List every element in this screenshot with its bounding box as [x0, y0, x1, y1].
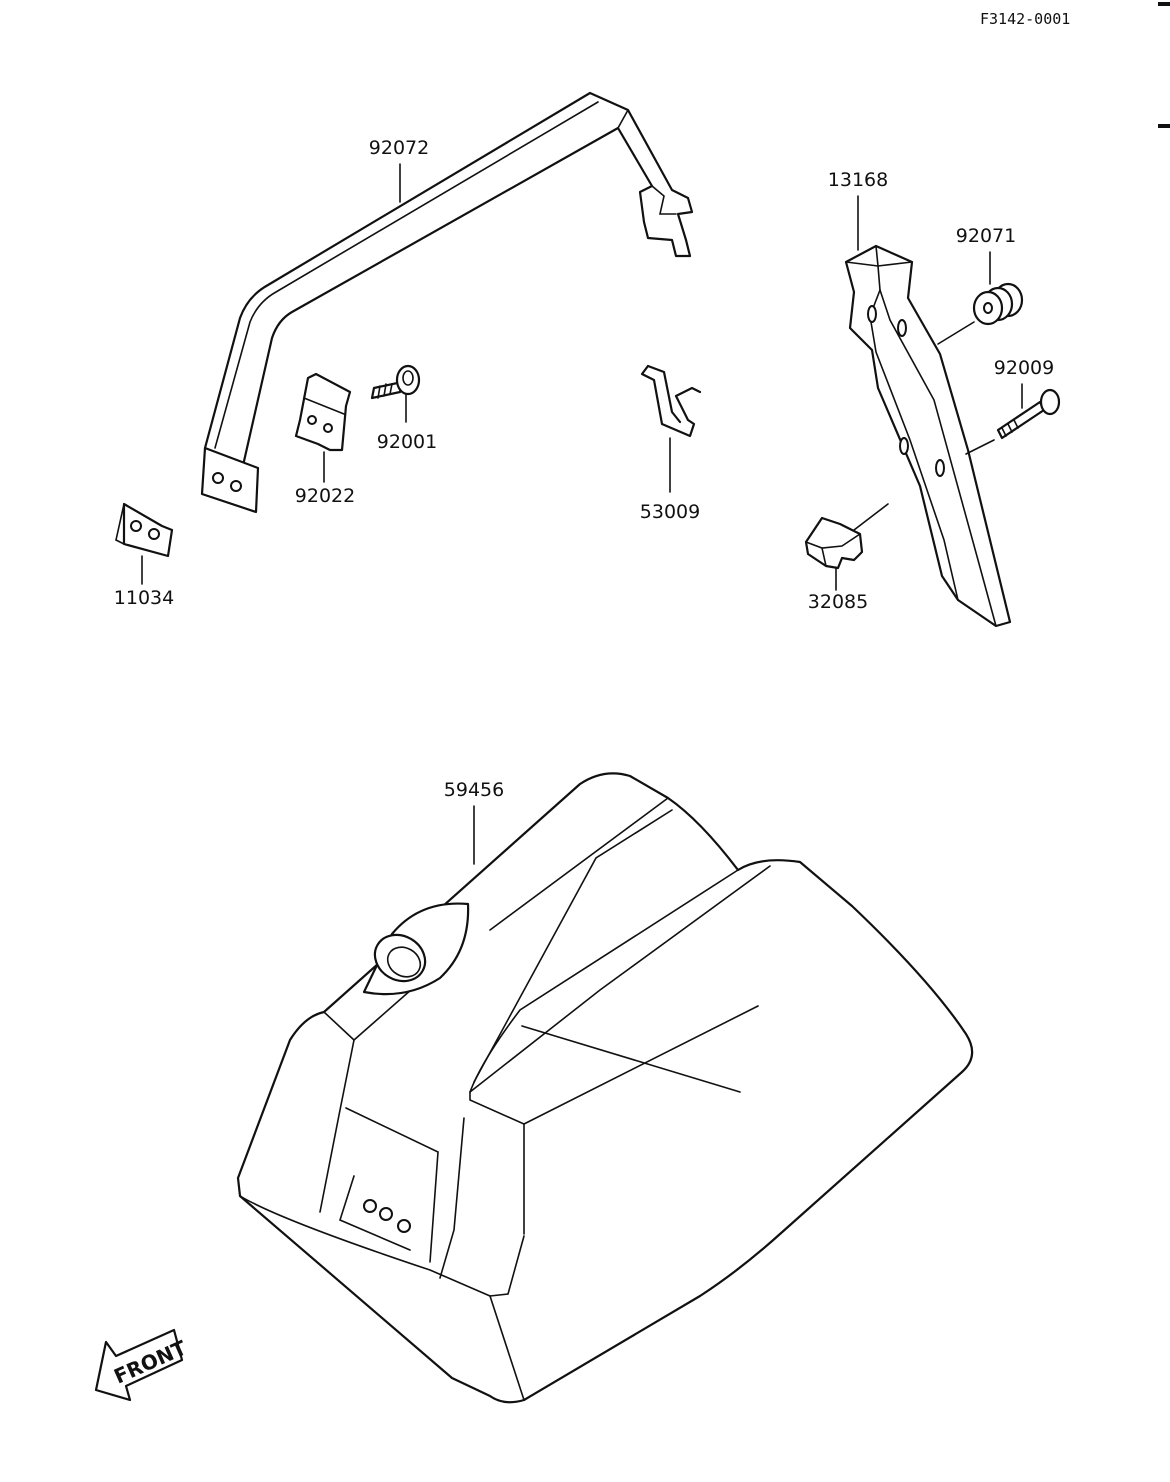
part-92071-damper: 92071 [937, 225, 1024, 345]
margin-tick-mid [1158, 124, 1170, 128]
part-label-92009: 92009 [994, 357, 1054, 379]
part-13168-bracket: 13168 [828, 169, 1012, 628]
part-label-92071: 92071 [956, 225, 1016, 247]
margin-tick-top [1158, 2, 1170, 6]
part-label-92072: 92072 [369, 137, 429, 159]
part-label-32085: 32085 [808, 591, 868, 613]
part-92001-bolt: 92001 [370, 364, 437, 453]
part-label-53009: 53009 [640, 501, 700, 523]
part-92022-plate: 92022 [295, 372, 355, 507]
part-label-59456: 59456 [444, 779, 504, 801]
front-label: FRONT [110, 1335, 190, 1388]
drawing-code: F3142-0001 [980, 10, 1070, 28]
part-label-92022: 92022 [295, 485, 355, 507]
part-label-13168: 13168 [828, 169, 888, 191]
front-direction-arrow: FRONT [94, 1328, 190, 1402]
part-59456-cover: 59456 [236, 772, 974, 1404]
part-label-11034: 11034 [114, 587, 174, 609]
part-11034-pad: 11034 [114, 502, 174, 609]
part-label-92001: 92001 [377, 431, 437, 453]
part-92009-bolt: 92009 [965, 357, 1061, 455]
part-53009-clip: 53009 [640, 364, 702, 523]
part-92072-strap: 92072 [200, 91, 694, 514]
part-32085-stopper: 32085 [804, 503, 889, 613]
